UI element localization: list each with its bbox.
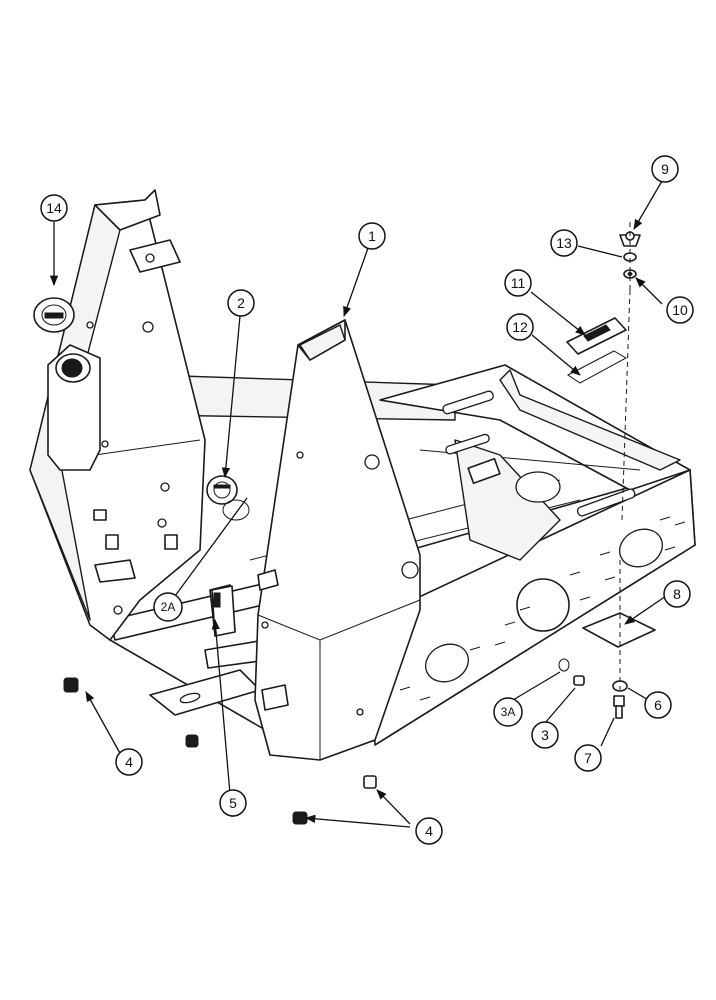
plug-part-bottom <box>292 811 308 825</box>
plug-part-center <box>185 734 199 748</box>
svg-text:3A: 3A <box>501 705 516 719</box>
callout-10: 10 <box>666 296 694 324</box>
plug-part-right <box>363 775 377 789</box>
filler-cap-part <box>33 297 75 333</box>
svg-text:7: 7 <box>584 750 592 766</box>
svg-text:14: 14 <box>46 200 62 216</box>
callout-12: 12 <box>506 313 534 341</box>
svg-text:2: 2 <box>237 295 245 311</box>
gasket-part <box>567 350 628 384</box>
callout-4-right: 4 <box>415 817 443 845</box>
svg-text:13: 13 <box>556 235 572 251</box>
svg-text:12: 12 <box>512 319 528 335</box>
callout-9: 9 <box>651 155 679 183</box>
o-ring-part <box>222 499 250 521</box>
right-upright-tower <box>254 319 421 761</box>
callout-8: 8 <box>663 580 691 608</box>
svg-text:11: 11 <box>511 275 526 291</box>
svg-text:6: 6 <box>654 697 662 713</box>
svg-text:1: 1 <box>368 228 376 244</box>
svg-text:4: 4 <box>125 754 133 770</box>
svg-text:4: 4 <box>425 823 433 839</box>
callout-3: 3 <box>531 721 559 749</box>
callout-3a: 3A <box>493 697 523 727</box>
small-plug-part <box>573 675 585 686</box>
callout-13: 13 <box>550 229 578 257</box>
seal-ring-part <box>558 658 570 672</box>
svg-text:8: 8 <box>673 586 681 602</box>
callout-5: 5 <box>219 789 247 817</box>
cover-plate-part <box>582 612 656 648</box>
sight-gauge-part <box>206 475 238 505</box>
callout-1: 1 <box>358 222 386 250</box>
svg-text:3: 3 <box>541 727 549 743</box>
callout-11: 11 <box>504 269 532 297</box>
svg-text:10: 10 <box>672 302 688 318</box>
callout-14: 14 <box>40 194 68 222</box>
callout-7: 7 <box>574 744 602 772</box>
callout-2: 2 <box>227 289 255 317</box>
svg-text:5: 5 <box>229 795 237 811</box>
callout-2a: 2A <box>153 592 183 622</box>
svg-text:9: 9 <box>661 161 669 177</box>
leader-lines <box>49 180 667 828</box>
cover-part <box>566 317 627 355</box>
bolt-part <box>613 695 625 719</box>
svg-text:2A: 2A <box>161 600 176 614</box>
plug-part-left <box>63 677 79 693</box>
callout-6: 6 <box>644 691 672 719</box>
filler-neck-part <box>55 353 91 383</box>
callout-4-left: 4 <box>115 748 143 776</box>
